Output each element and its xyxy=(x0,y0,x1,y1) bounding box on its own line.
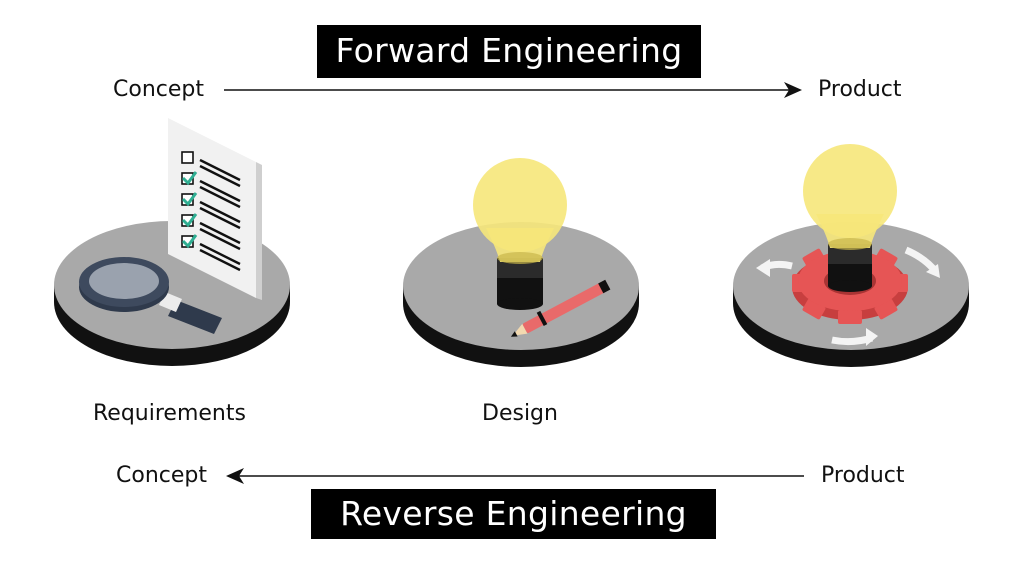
product-stage xyxy=(733,144,969,367)
cycle-arrows-icon xyxy=(760,246,939,346)
platform-product xyxy=(733,222,969,367)
requirements-stage xyxy=(54,118,290,366)
checklist-document-icon xyxy=(168,118,262,300)
reverse-start-label: Product xyxy=(821,463,905,488)
stage-label-requirements: Requirements xyxy=(93,401,246,426)
magnifier-icon xyxy=(79,257,222,334)
product-lightbulb-icon xyxy=(803,144,897,292)
platform-requirements xyxy=(54,221,290,366)
forward-arrow xyxy=(224,82,802,98)
reverse-engineering-banner: Reverse Engineering xyxy=(311,489,716,539)
forward-start-label: Concept xyxy=(113,77,204,102)
stage-label-design: Design xyxy=(482,401,558,426)
reverse-arrow xyxy=(226,468,804,484)
forward-end-label: Product xyxy=(818,77,902,102)
cycle-arrowheads xyxy=(756,259,940,346)
pencil-icon xyxy=(510,279,611,337)
lightbulb-icon xyxy=(473,158,567,310)
design-stage xyxy=(403,158,639,367)
platform-design xyxy=(403,222,639,367)
gear-icon xyxy=(792,246,908,324)
reverse-end-label: Concept xyxy=(116,463,207,488)
forward-engineering-banner: Forward Engineering xyxy=(317,25,701,78)
